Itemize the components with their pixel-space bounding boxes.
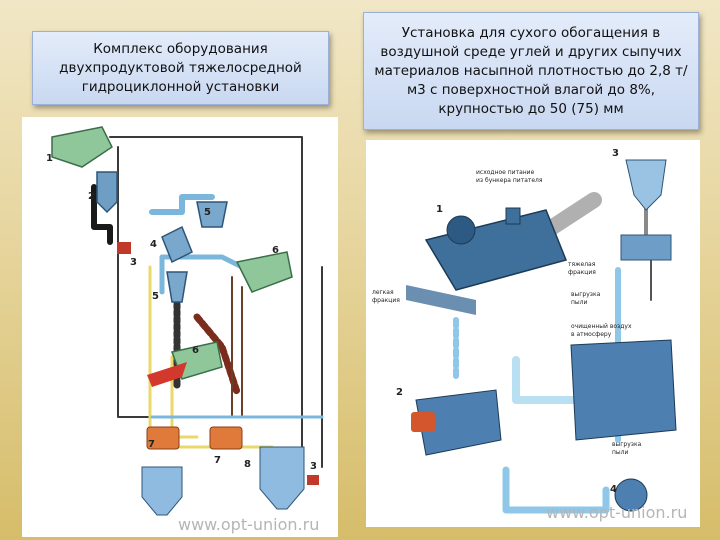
right-caption-text: Установка для сухого обогащения в воздуш…	[374, 24, 688, 117]
label-dust-bottom-1: выгрузка	[612, 441, 642, 448]
watermark-right: www.opt-union.ru	[546, 503, 687, 522]
tank-left	[141, 466, 183, 516]
cyclone-4	[161, 225, 193, 264]
fan-2	[415, 389, 502, 456]
label-light-2: фракция	[372, 297, 400, 304]
label-num-1: 1	[46, 153, 53, 164]
label-light-1: легкая	[372, 289, 394, 296]
pipe-top-return	[109, 136, 303, 478]
pipe-black-feed	[91, 184, 113, 245]
feed-inlet	[505, 207, 521, 225]
right-caption: Установка для сухого обогащения в воздуш…	[363, 12, 699, 130]
label-feed-line1: исходное питание	[476, 169, 535, 176]
bin-5-upper	[196, 201, 228, 228]
screen-6-upper	[235, 251, 293, 293]
sump-2	[96, 171, 118, 214]
tank-8	[259, 446, 305, 510]
label-clean-air-2: в атмосферу	[571, 331, 612, 338]
fan-4	[614, 478, 648, 512]
flow-grey-arrow	[540, 192, 602, 238]
left-caption-text: Комплекс оборудования двухпродуктовой тя…	[59, 40, 302, 95]
pipe-blue-mid	[159, 254, 255, 295]
pipe-blue-upper	[149, 194, 215, 215]
label-num-8: 8	[244, 459, 251, 470]
dry-beneficiation-diagram: 1 2 3 4 исходное питание из бункера пита…	[372, 148, 687, 522]
label-num-3: 3	[130, 257, 137, 268]
pump-3-lower	[307, 475, 319, 485]
bin-5-lower	[166, 271, 188, 303]
left-diagram-panel: 1 2 3 4 5 6 5 6 7 7 8 3 www.opt-union.ru	[22, 117, 338, 537]
label-num-2: 2	[396, 387, 403, 398]
right-diagram-panel: 1 2 3 4 исходное питание из бункера пита…	[366, 140, 700, 527]
light-fraction-chute	[406, 285, 476, 315]
label-num-2: 2	[88, 191, 95, 202]
left-caption: Комплекс оборудования двухпродуктовой тя…	[32, 31, 329, 105]
label-dust-top-1: выгрузка	[571, 291, 601, 298]
separator-motor	[446, 215, 476, 245]
watermark-left: www.opt-union.ru	[178, 515, 319, 534]
label-heavy-1: тяжелая	[568, 261, 596, 268]
label-num-5-upper: 5	[204, 207, 211, 218]
label-num-3: 3	[612, 148, 619, 159]
label-heavy-2: фракция	[568, 269, 596, 276]
label-num-6-upper: 6	[272, 245, 279, 256]
label-clean-air-1: очищенный воздух	[571, 323, 632, 330]
cyclone-hopper	[620, 234, 672, 261]
label-num-7-right: 7	[214, 455, 221, 466]
label-num-4: 4	[150, 239, 157, 250]
label-num-1: 1	[436, 204, 443, 215]
label-feed-line2: из бункера питателя	[476, 177, 543, 184]
screen-1	[51, 126, 113, 168]
label-num-3-lower: 3	[310, 461, 317, 472]
label-num-5-lower: 5	[152, 291, 159, 302]
label-dust-top-2: пыли	[571, 299, 587, 306]
label-dust-bottom-2: пыли	[612, 449, 628, 456]
label-num-4: 4	[610, 484, 617, 495]
label-num-6-lower: 6	[192, 345, 199, 356]
pipe-air-bottom	[502, 466, 610, 514]
cyclone-3	[625, 159, 667, 211]
hydrocyclone-plant-diagram: 1 2 3 4 5 6 5 6 7 7 8 3 www.opt-union.ru	[46, 126, 324, 534]
magnetic-separator-7-left	[146, 426, 180, 450]
magnetic-separator-7-right	[209, 426, 243, 450]
pump-3-upper	[117, 242, 131, 254]
fan-motor	[411, 412, 435, 432]
red-arrow	[147, 362, 187, 387]
bag-filter	[570, 339, 677, 441]
separator-table-1	[424, 209, 568, 291]
label-num-7-left: 7	[148, 439, 155, 450]
